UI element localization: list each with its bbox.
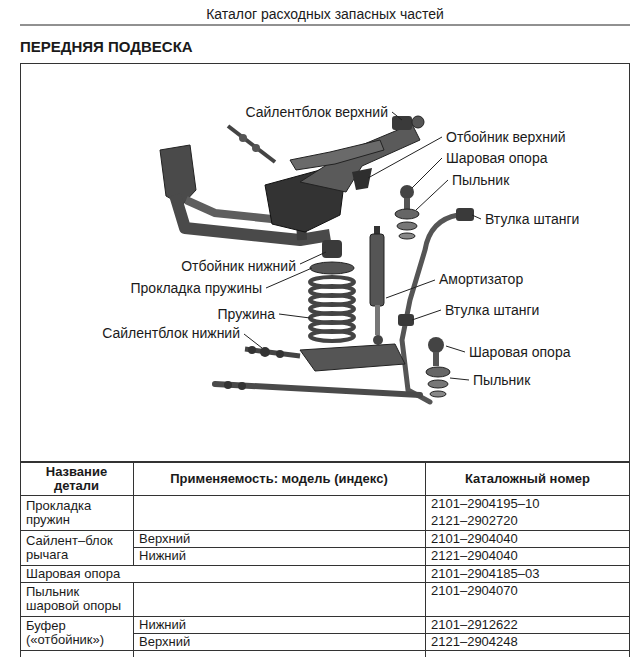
table-cell: 2101–2904185–03 [425, 565, 630, 582]
table-cell: 2121–2904040 [425, 547, 630, 565]
figure-frame [21, 64, 630, 462]
part-label: Шаровая опора [446, 150, 547, 166]
column-header: Применяемость: модель (индекс) [170, 472, 387, 486]
page-header: Каталог расходных запасных частей [206, 6, 444, 22]
cell-text: 2121–2904040 [431, 549, 518, 563]
table-cell: Верхний [133, 530, 425, 547]
header-rule [20, 25, 630, 26]
part-label: Отбойник нижний [181, 258, 296, 274]
cell-text: 2121–2902720 [431, 514, 518, 528]
cell-text: Сайлент–блок рычага [26, 534, 127, 562]
table-grid [20, 462, 630, 657]
table-cell: Шаровая опора [20, 565, 425, 582]
table-cell: 2101–2912622 [425, 616, 630, 633]
part-label: Пыльник [452, 172, 509, 188]
cell-text: 2101–2904070 [431, 584, 518, 598]
cell-text: Верхний [139, 635, 190, 649]
part-label: Шаровая опора [469, 344, 570, 360]
cell-text: 2101–2904040 [431, 532, 518, 546]
table-cell: Нижний [133, 616, 425, 633]
part-label: Сайлентблок верхний [245, 104, 388, 120]
table-cell: Название детали [20, 462, 133, 495]
part-label: Амортизатор [439, 271, 523, 287]
table-cell: Прокладка пружин [20, 495, 133, 530]
leader-lines [244, 112, 481, 380]
part-label: Пыльник [473, 372, 530, 388]
part-label: Втулка штанги [445, 302, 539, 318]
cell-text: Пыльник шаровой опоры [26, 585, 127, 613]
table-cell: Применяемость: модель (индекс) [133, 462, 425, 495]
table-cell: Пыльник шаровой опоры [20, 582, 133, 616]
cell-text: 2101–2904195–10 [431, 497, 539, 511]
table-cell: 2121–2902720 [425, 512, 630, 530]
section-title: ПЕРЕДНЯЯ ПОДВЕСКА [20, 38, 193, 56]
table-cell: Сайлент–блок рычага [20, 530, 133, 565]
cell-text: Буфер («отбойник») [26, 619, 127, 647]
part-label: Отбойник верхний [446, 129, 566, 145]
table-cell: Буфер («отбойник») [20, 616, 133, 650]
table-cell: Верхний [133, 633, 425, 650]
table-cell: 2101–2904195–10 [425, 495, 630, 512]
part-label: Пружина [217, 306, 275, 322]
cell-text: 2121–2904248 [431, 635, 518, 649]
part-label: Прокладка пружины [131, 280, 263, 296]
part-label: Сайлентблок нижний [102, 325, 240, 341]
table-cell: Нижний [133, 547, 425, 565]
cell-text: Нижний [139, 618, 186, 632]
column-header: Каталожный номер [465, 472, 590, 486]
cell-text: Верхний [139, 532, 190, 546]
table-cell: Каталожный номер [425, 462, 630, 495]
cell-text: Прокладка пружин [26, 499, 127, 527]
cell-text: 2101–2912622 [431, 618, 518, 632]
table-cell: 2101–2904070 [425, 582, 630, 599]
cell-text: Шаровая опора [26, 567, 120, 581]
part-label: Втулка штанги [485, 211, 579, 227]
table-cell: 2101–2904040 [425, 530, 630, 547]
table-cell: 2121–2904248 [425, 633, 630, 650]
cell-text: 2101–2904185–03 [431, 567, 539, 581]
suspension-drawing [160, 116, 474, 402]
column-header: Название детали [26, 465, 127, 493]
cell-text: Нижний [139, 549, 186, 563]
